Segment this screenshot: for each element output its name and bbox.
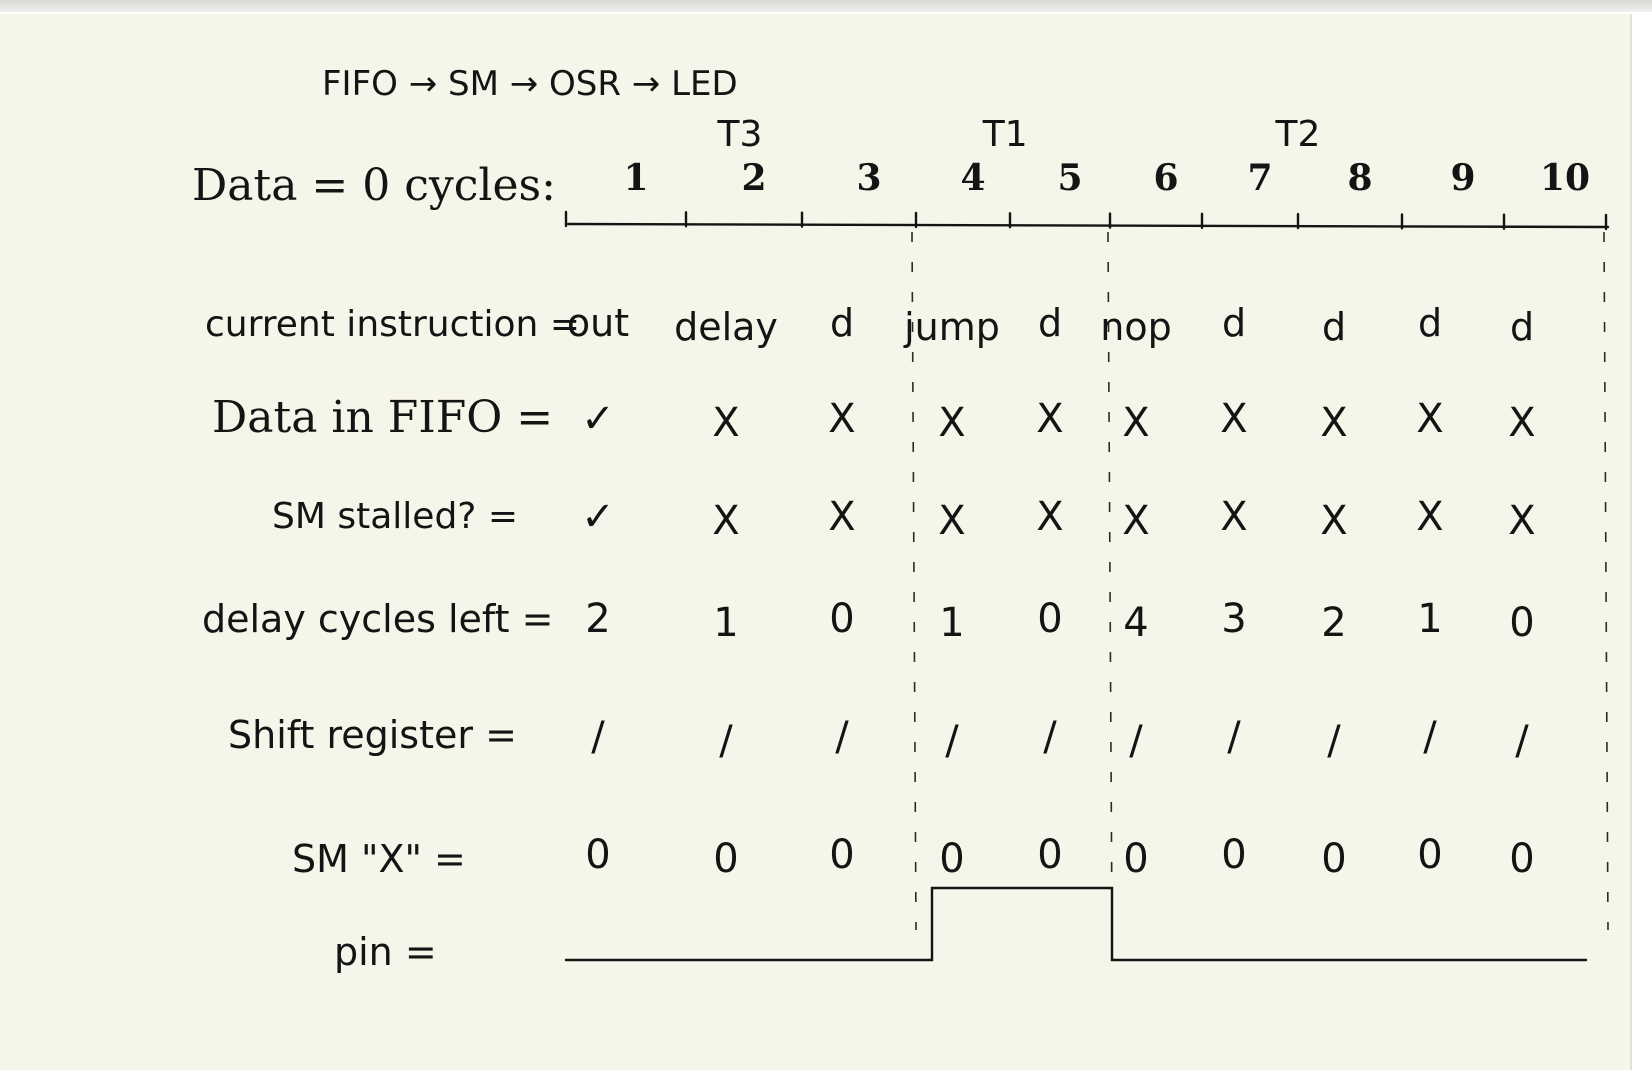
delay-left-cell: 4 [1123, 600, 1148, 646]
cycle-label: 6 [1153, 157, 1178, 199]
instruction-cell: d [1418, 301, 1442, 345]
pin-waveform [564, 886, 1588, 962]
shift-register-cell: / [1515, 718, 1529, 764]
instruction-cell: nop [1100, 305, 1171, 349]
cycle-label: 8 [1347, 157, 1372, 199]
stalled-cell: ✓ [581, 494, 615, 540]
period-marker: T1 [982, 114, 1028, 155]
cycle-label: 10 [1540, 157, 1590, 199]
delay-left-cell: 0 [1509, 600, 1534, 646]
delay-left-cell: 1 [713, 600, 738, 646]
row-label-pin: pin = [334, 930, 437, 974]
period-dividers [911, 231, 1609, 931]
instruction-cell: d [830, 301, 854, 345]
delay-left-cell: 3 [1221, 596, 1246, 642]
delay-left-cell: 2 [1321, 600, 1346, 646]
stalled-cell: X [1036, 494, 1063, 540]
shift-register-cell: / [1423, 714, 1437, 760]
timeline-ticks [564, 210, 1608, 231]
cycle-label: 4 [960, 157, 985, 199]
delay-left-cell: 2 [585, 596, 610, 642]
row-label-delay-cycles-left: delay cycles left = [202, 597, 553, 641]
sm-x-cell: 0 [585, 832, 610, 878]
stalled-cell: X [1122, 498, 1149, 544]
stalled-cell: X [1320, 498, 1347, 544]
fifo-data-cell: X [712, 400, 739, 446]
instruction-cell: d [1222, 301, 1246, 345]
cycle-label: 2 [741, 157, 766, 199]
stalled-cell: X [938, 498, 965, 544]
stalled-cell: X [1416, 494, 1443, 540]
cycle-label: 5 [1057, 157, 1082, 199]
stalled-cell: X [828, 494, 855, 540]
fifo-data-cell: X [1508, 400, 1535, 446]
row-label-sm-stalled: SM stalled? = [272, 496, 518, 537]
row-label-shift-register: Shift register = [228, 713, 517, 757]
fifo-data-cell: X [1122, 400, 1149, 446]
sm-x-cell: 0 [1509, 836, 1534, 882]
sm-x-cell: 0 [1417, 832, 1442, 878]
period-marker: T3 [717, 114, 763, 155]
fifo-data-cell: X [938, 400, 965, 446]
fifo-data-cell: X [828, 396, 855, 442]
sm-x-cell: 0 [1037, 832, 1062, 878]
instruction-cell: delay [674, 305, 778, 349]
shift-register-cell: / [835, 714, 849, 760]
shift-register-cell: / [1043, 714, 1057, 760]
delay-left-cell: 0 [1037, 596, 1062, 642]
sm-x-cell: 0 [1123, 836, 1148, 882]
cycle-labels: 1 2 3 4 5 6 7 8 9 10 [623, 157, 1590, 199]
stalled-cell: X [712, 498, 739, 544]
instruction-cell: d [1038, 301, 1062, 345]
sm-x-cell: 0 [939, 836, 964, 882]
shift-register-cell: / [1129, 718, 1143, 764]
instruction-cell: d [1510, 305, 1534, 349]
instruction-cell: jump [903, 305, 1000, 349]
fifo-data-cell: X [1220, 396, 1247, 442]
sm-x-cell: 0 [1221, 832, 1246, 878]
shift-register-cell: / [719, 718, 733, 764]
shift-register-cell: / [945, 718, 959, 764]
cycle-label: 1 [623, 157, 648, 199]
instruction-cell: out [567, 301, 629, 345]
sm-x-cell: 0 [713, 836, 738, 882]
shift-register-cell: / [1227, 714, 1241, 760]
note-paper [0, 14, 1632, 1070]
cycle-label: 7 [1247, 157, 1272, 199]
row-label-current-instruction: current instruction = [205, 304, 580, 345]
row-label-sm-x: SM "X" = [292, 837, 466, 881]
delay-left-cell: 1 [939, 600, 964, 646]
stalled-cell: X [1220, 494, 1247, 540]
period-marker: T2 [1275, 114, 1321, 155]
delay-left-cell: 0 [829, 596, 854, 642]
period-divider [1603, 231, 1609, 931]
shift-register-cell: / [591, 714, 605, 760]
fifo-data-cell: X [1036, 396, 1063, 442]
stalled-cell: X [1508, 498, 1535, 544]
period-markers: T3 T1 T2 [717, 114, 1321, 155]
timeline-axis [566, 222, 1610, 229]
sm-x-cell: 0 [829, 832, 854, 878]
window-top-edge [0, 0, 1652, 12]
fifo-data-cell: ✓ [581, 396, 615, 442]
shift-register-cell: / [1327, 718, 1341, 764]
fifo-data-cell: X [1320, 400, 1347, 446]
cycle-label: 3 [856, 157, 881, 199]
sm-x-cell: 0 [1321, 836, 1346, 882]
pipeline-title: FIFO → SM → OSR → LED [322, 64, 738, 104]
instruction-cell: d [1322, 305, 1346, 349]
row-label-data-in-fifo: Data in FIFO = [212, 392, 553, 443]
fifo-data-cell: X [1416, 396, 1443, 442]
timeline-label: Data = 0 cycles: [192, 160, 556, 211]
cycle-label: 9 [1450, 157, 1475, 199]
delay-left-cell: 1 [1417, 596, 1442, 642]
